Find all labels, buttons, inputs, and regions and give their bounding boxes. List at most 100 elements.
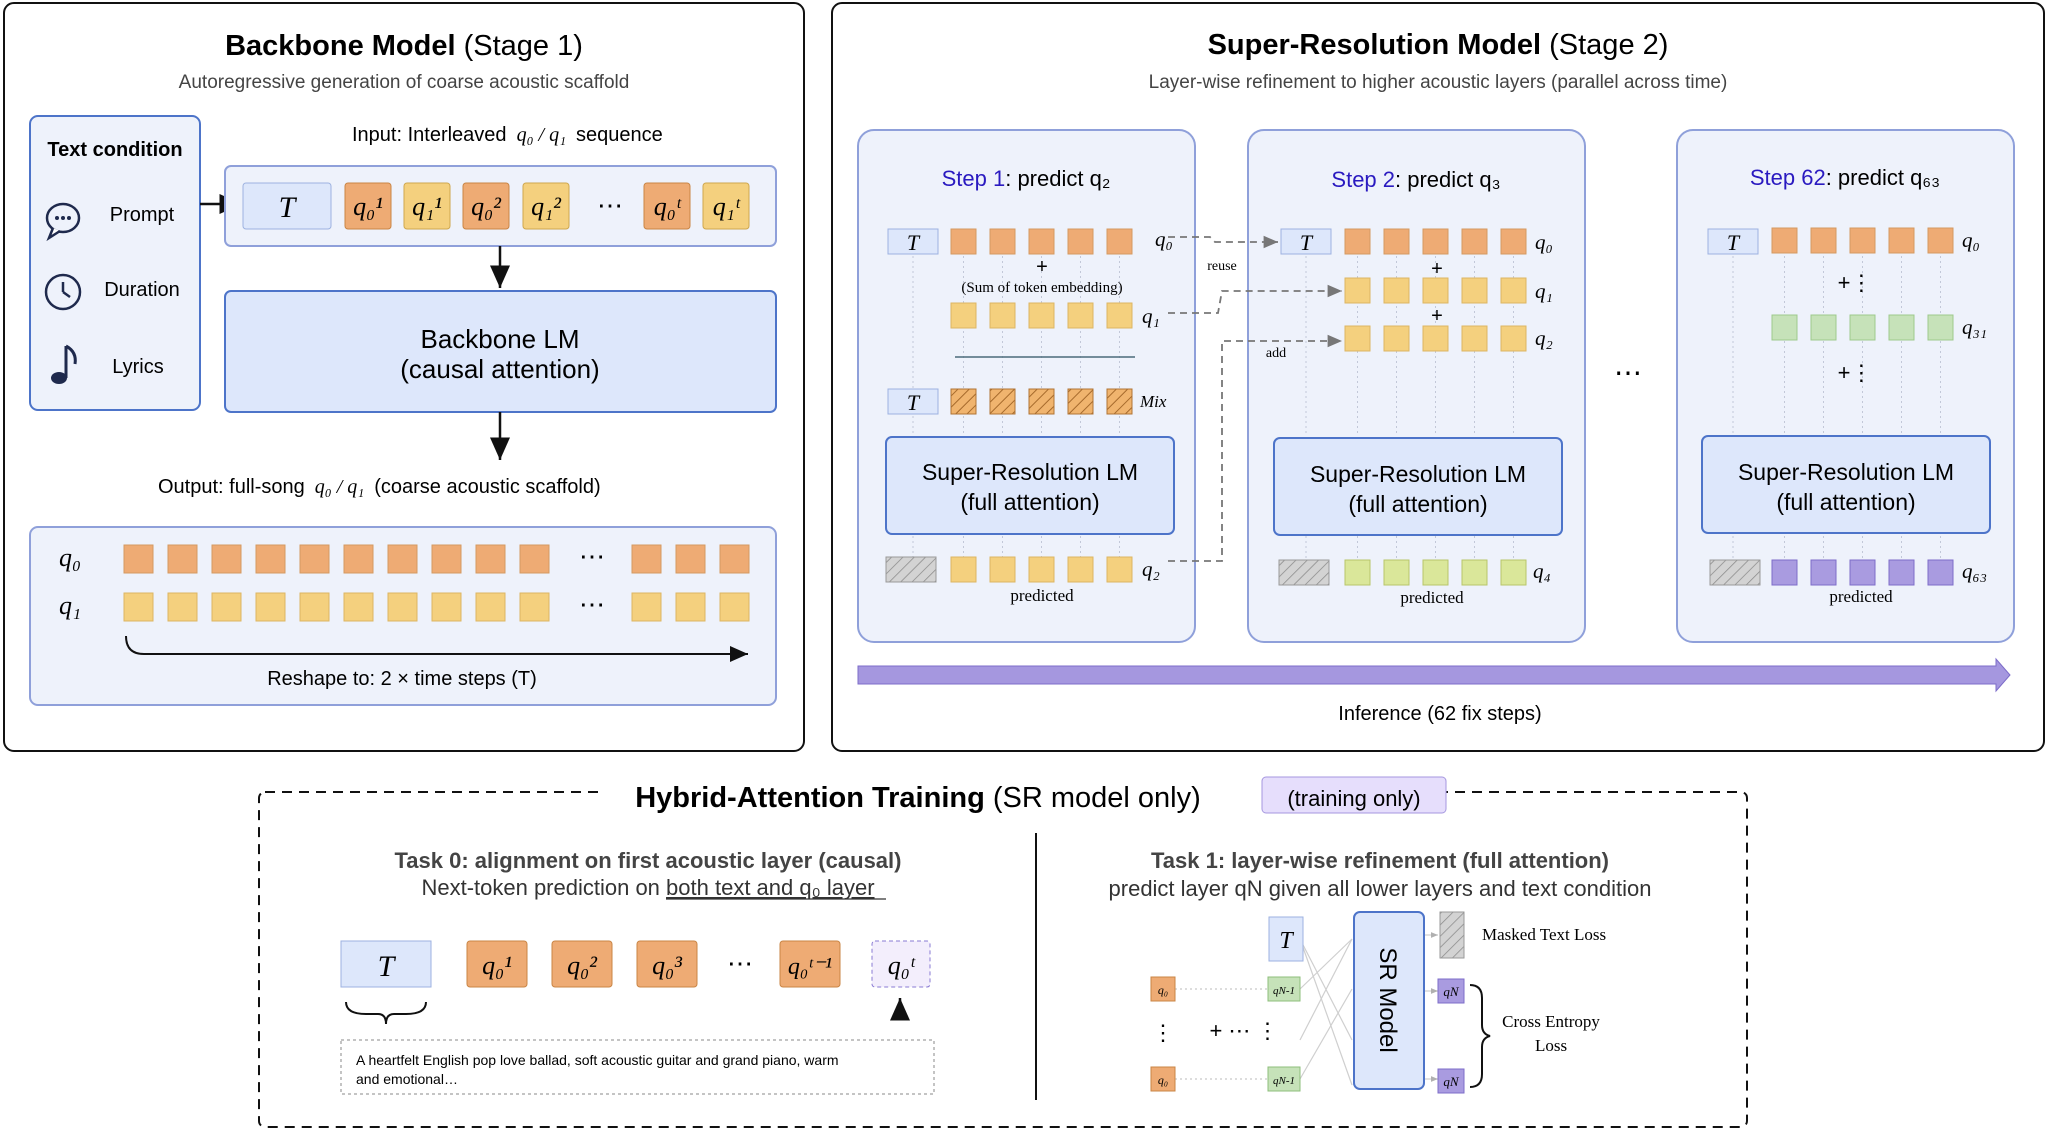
s2-token-q0: [1383, 228, 1410, 255]
seq-token-q1-1-label: q₁¹: [412, 192, 442, 221]
output-token-q1: [675, 592, 706, 622]
output-token-q1: [343, 592, 374, 622]
s1-token-q0: [989, 228, 1016, 255]
task1-q0-top-label: q₀: [1158, 983, 1168, 997]
inference-label: Inference (62 fix steps): [1338, 703, 1541, 725]
step2-T-label: T: [1300, 230, 1314, 255]
step2-T-token: [1280, 228, 1332, 255]
task0-T-label: T: [378, 950, 397, 983]
s2-token-q0: [1500, 228, 1527, 255]
s2-token-masked: [1278, 559, 1330, 586]
s2-token-q2: [1422, 325, 1449, 352]
s2-token-pred-q4: [1500, 559, 1527, 586]
s1-token-mix: [1028, 388, 1055, 415]
step62-title: Step 62: predict q₆₃: [1750, 165, 1940, 190]
task0-q0-t-1-label: q₀ᵗ⁻¹: [788, 954, 832, 980]
s1-token-pred-q2: [1067, 556, 1094, 583]
s1-token-mix: [1067, 388, 1094, 415]
output-token-q1: [719, 592, 750, 622]
s1-token-q0: [1106, 228, 1133, 255]
s1-token-q1: [1067, 302, 1094, 329]
task1-output-lines: [1425, 932, 1438, 1082]
s62-token-pred-q63: [1771, 559, 1798, 586]
task1-q0-bottom-label: q₀: [1158, 1073, 1168, 1087]
output-token-q0: [519, 544, 550, 574]
output-token-q0: [255, 544, 286, 574]
s62-token-q0: [1927, 227, 1954, 254]
stage2-title: Super-Resolution Model (Stage 2): [1208, 29, 1669, 61]
seq-token-q1-1: [403, 182, 451, 230]
steps-ellipsis: ⋯: [1614, 357, 1642, 388]
seq-token-T-label: T: [279, 191, 298, 224]
s2-token-q1: [1344, 277, 1371, 304]
s1-token-pred-q2: [989, 556, 1016, 583]
seq-token-q0-1: [344, 182, 392, 230]
s2-row-q0: q₀: [1535, 230, 1553, 254]
s1-token-mix: [989, 388, 1016, 415]
s2-token-q2: [1500, 325, 1527, 352]
add-label: add: [1266, 346, 1286, 361]
task1-qn1-bottom: [1267, 1066, 1301, 1092]
s62-token-pred-q63: [1849, 559, 1876, 586]
output-token-q0: [719, 544, 750, 574]
seq-token-q0-2-label: q₀²: [471, 192, 502, 221]
output-token-q1: [123, 592, 154, 622]
training-only-badge: [1261, 776, 1447, 814]
s2-predicted: predicted: [1400, 588, 1464, 607]
text-condition-title: Text condition: [47, 139, 182, 161]
task1-subtitle: predict layer qN given all lower layers …: [1109, 876, 1652, 901]
output-token-q0: [123, 544, 154, 574]
text-condition-box: [29, 115, 201, 411]
step1-sr-lm: [885, 436, 1175, 535]
s1-token-q1: [1106, 302, 1133, 329]
output-token-q1: [299, 592, 330, 622]
step1-T-label: T: [907, 230, 921, 255]
training-panel: Hybrid-Attention Training (SR model only…: [258, 776, 1748, 1128]
s62-plus-dots-1: +⋮: [1838, 270, 1873, 295]
s62-token-q0: [1771, 227, 1798, 254]
task1-T-label: T: [1279, 928, 1294, 954]
s1-token-masked: [885, 556, 937, 583]
ce-loss-line1: Cross Entropy: [1502, 1012, 1600, 1031]
token-guides: [912, 256, 1941, 558]
s2-token-q1: [1461, 277, 1488, 304]
output-token-q1: [255, 592, 286, 622]
s2-plus-1: +: [1431, 258, 1443, 280]
clock-icon: [44, 273, 82, 311]
output-token-q1: [211, 592, 242, 622]
s62-token-q0: [1849, 227, 1876, 254]
s2-token-q2: [1461, 325, 1488, 352]
step62-T-token: [1707, 228, 1759, 255]
stage1-panel: Backbone Model (Stage 1) Autoregressive …: [3, 2, 805, 752]
speech-bubble-icon: [45, 202, 81, 242]
s2-token-q2: [1344, 325, 1371, 352]
s2-token-q1: [1383, 277, 1410, 304]
s2-token-pred-q4: [1344, 559, 1371, 586]
seq-token-T: [242, 182, 332, 230]
s1-token-q1: [1028, 302, 1055, 329]
s1-token-q0: [1028, 228, 1055, 255]
s2-token-q0: [1344, 228, 1371, 255]
s2-row-q2: q₂: [1535, 326, 1553, 350]
s1-row-q0: q₀: [1155, 227, 1173, 251]
reshape-arrow: [125, 635, 748, 662]
task1-qn-bottom: [1437, 1068, 1465, 1094]
reshape-label: Reshape to: 2 × time steps (T): [267, 668, 537, 690]
s1-token-pred-q2: [1106, 556, 1133, 583]
task0-q0-t-label: q₀ᵗ: [888, 951, 916, 980]
backbone-lm-title: Backbone LM: [421, 324, 580, 354]
sr-model-box: [1353, 911, 1425, 1090]
s1-row-q1: q₁: [1142, 304, 1160, 328]
output-token-q0: [675, 544, 706, 574]
reuse-label: reuse: [1207, 259, 1237, 274]
s1-token-q0: [950, 228, 977, 255]
task1-qn1-top: [1267, 976, 1301, 1002]
s62-plus-dots-2: +⋮: [1838, 360, 1873, 385]
output-token-q0: [167, 544, 198, 574]
output-ellipsis-q0: ⋯: [579, 541, 605, 571]
step1-T-token: [887, 228, 939, 255]
task1-T-token: [1268, 916, 1304, 962]
s1-plus: +: [1036, 256, 1048, 278]
task0-q0-3-label: q₀³: [652, 951, 683, 980]
